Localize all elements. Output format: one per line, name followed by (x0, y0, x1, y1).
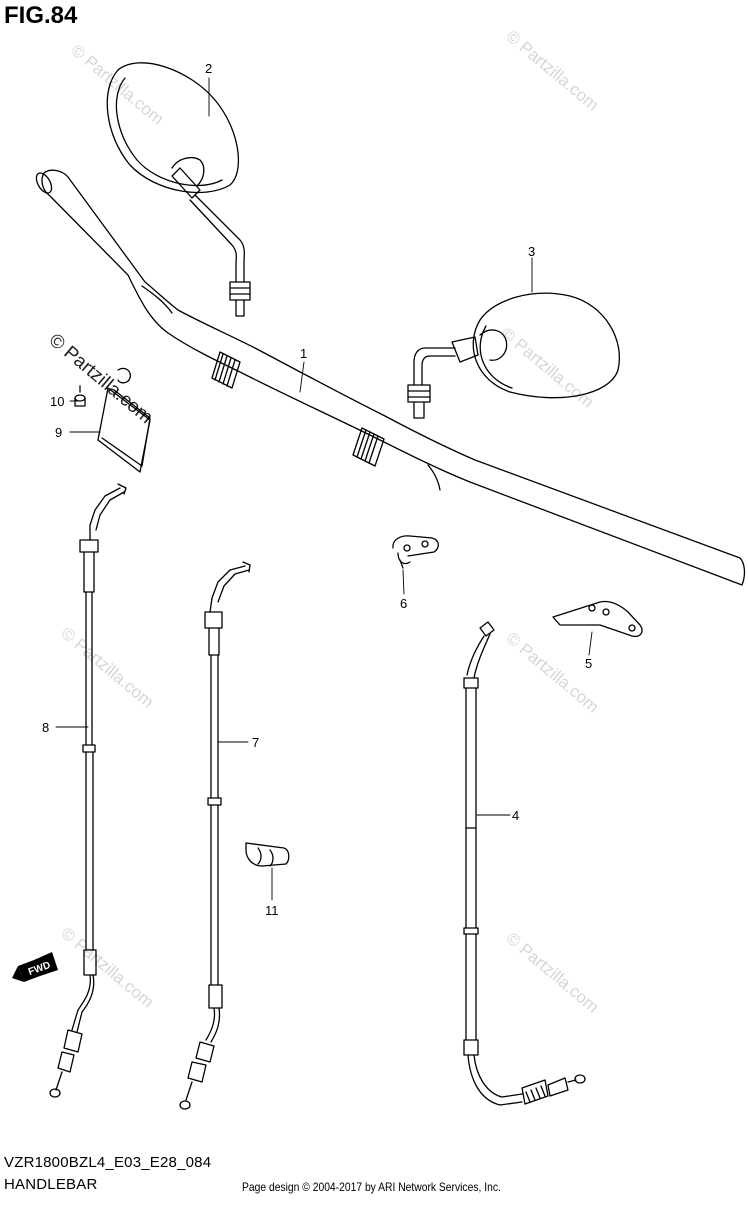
model-code: VZR1800BZL4_E03_E28_084 (4, 1154, 212, 1171)
callout-6: 6 (400, 596, 407, 611)
callout-7: 7 (252, 735, 259, 750)
label-plate (97, 367, 151, 473)
callout-10: 10 (50, 394, 64, 409)
callout-5: 5 (585, 656, 592, 671)
callout-4: 4 (512, 808, 519, 823)
figure-title: FIG.84 (4, 2, 78, 29)
watermark-layer: © Partzilla.com © Partzilla.com © Partzi… (45, 27, 603, 1017)
mirror-right (407, 292, 620, 419)
handlebar (35, 169, 746, 586)
fwd-arrow: FWD (12, 952, 58, 982)
watermark: © Partzilla.com (57, 924, 157, 1012)
watermark: © Partzilla.com (497, 324, 597, 412)
copyright-notice: Page design © 2004-2017 by ARI Network S… (242, 1180, 501, 1194)
watermark: © Partzilla.com (57, 624, 157, 712)
mirror-left (106, 62, 251, 317)
cable-clamp (392, 535, 439, 569)
throttle-cable-return (179, 561, 251, 1110)
throttle-cable-pull (49, 483, 127, 1098)
callout-9: 9 (55, 425, 62, 440)
clutch-cable (463, 621, 586, 1106)
callout-1: 1 (300, 346, 307, 361)
watermark: © Partzilla.com (502, 27, 602, 115)
callout-3: 3 (528, 244, 535, 259)
watermark-prominent: © Partzilla.com (45, 330, 157, 428)
callout-8: 8 (42, 720, 49, 735)
watermark: © Partzilla.com (502, 629, 602, 717)
callout-numbers: 1 2 3 4 5 6 7 8 9 10 11 (42, 61, 592, 918)
screw (74, 385, 86, 407)
bracket-plate (552, 600, 643, 638)
callout-11: 11 (265, 903, 279, 918)
section-name: HANDLEBAR (4, 1176, 98, 1193)
callout-2: 2 (205, 61, 212, 76)
watermark: © Partzilla.com (502, 929, 602, 1017)
cable-clip (245, 842, 290, 867)
leader-lines (55, 77, 593, 901)
